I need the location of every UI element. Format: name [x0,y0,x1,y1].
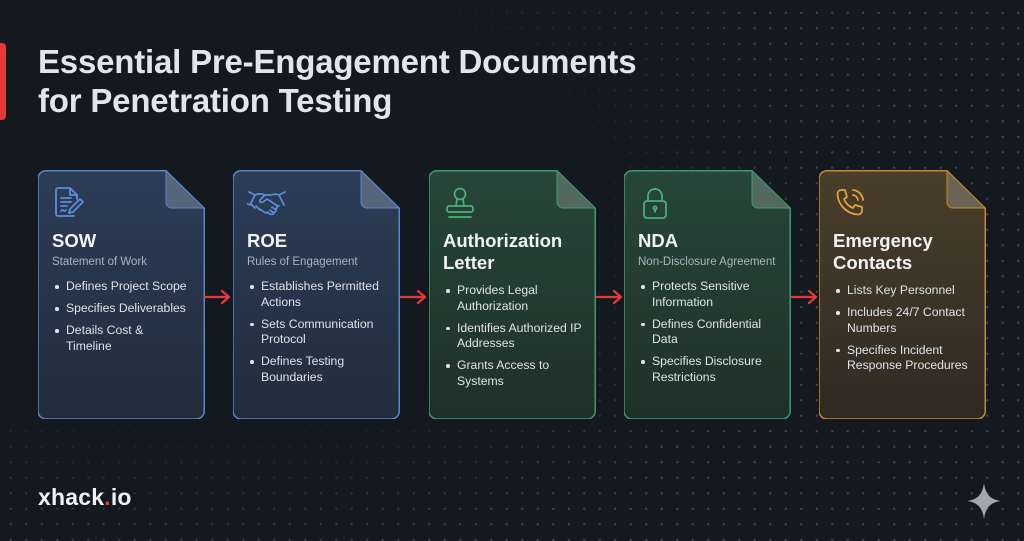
sparkle-icon [967,483,1001,519]
bullet-item: Specifies Disclosure Restrictions [638,354,773,385]
bullet-item: Defines Confidential Data [638,317,768,348]
logo-name: xhack [38,484,105,510]
arrow-right-icon [596,289,623,305]
phone-ringing-icon [836,189,864,216]
card-subtitle: Non-Disclosure Agreement [638,256,776,268]
padlock-icon [643,188,667,219]
logo-dot: . [104,484,111,510]
bullet-list: Protects Sensitive Information Defines C… [638,279,781,385]
bullet-item: Includes 24/7 Contact Numbers [833,305,973,336]
document-shape [429,170,596,419]
card-title: ROE [247,230,288,251]
bullet-item: Specifies Deliverables [52,301,195,317]
page-title: Essential Pre-Engagement Documents for P… [38,42,758,120]
logo-tld: io [110,484,132,510]
bullet-list: Establishes Permitted Actions Sets Commu… [247,279,390,385]
card-authorization-letter: Authorization Letter Provides Legal Auth… [429,170,596,419]
card-subtitle: Statement of Work [52,256,148,268]
document-edit-icon [55,187,84,217]
brand-logo: xhack.io [38,484,132,511]
bullet-list: Provides Legal Authorization Identifies … [443,283,586,389]
bullet-item: Sets Communication Protocol [247,317,382,348]
bullet-item: Identifies Authorized IP Addresses [443,321,583,352]
document-shape [624,170,791,419]
title-line-2: for Penetration Testing [38,82,393,119]
bullet-item: Establishes Permitted Actions [247,279,387,310]
handshake-icon [247,191,286,216]
card-title: SOW [52,230,97,251]
bullet-item: Lists Key Personnel [833,283,976,299]
bullet-item: Grants Access to Systems [443,358,563,389]
card-emergency-contacts: Emergency Contacts Lists Key Personnel I… [819,170,986,419]
card-title: NDA [638,230,679,251]
card-title: Authorization Letter [443,230,563,273]
bullet-item: Defines Testing Boundaries [247,354,357,385]
bullet-item: Protects Sensitive Information [638,279,763,310]
bullet-item: Defines Project Scope [52,279,195,295]
document-shape [233,170,400,419]
arrow-right-icon [400,289,427,305]
document-shape [38,170,205,419]
card-subtitle: Rules of Engagement [247,256,358,268]
title-accent-bar [0,43,6,120]
bullet-item: Details Cost & Timeline [52,323,152,354]
document-shape [819,170,986,419]
card-sow: SOW Statement of Work Defines Project Sc… [38,170,205,419]
card-nda: NDA Non-Disclosure Agreement Protects Se… [624,170,791,419]
bullet-item: Provides Legal Authorization [443,283,553,314]
stamp-icon [446,187,474,218]
bullet-item: Specifies Incident Response Procedures [833,343,973,374]
arrow-right-icon [791,289,818,305]
card-roe: ROE Rules of Engagement Establishes Perm… [233,170,400,419]
card-title: Emergency Contacts [833,230,933,273]
bullet-list: Lists Key Personnel Includes 24/7 Contac… [833,283,976,374]
title-line-1: Essential Pre-Engagement Documents [38,43,637,80]
arrow-right-icon [204,289,231,305]
bullet-list: Defines Project Scope Specifies Delivera… [52,279,195,354]
